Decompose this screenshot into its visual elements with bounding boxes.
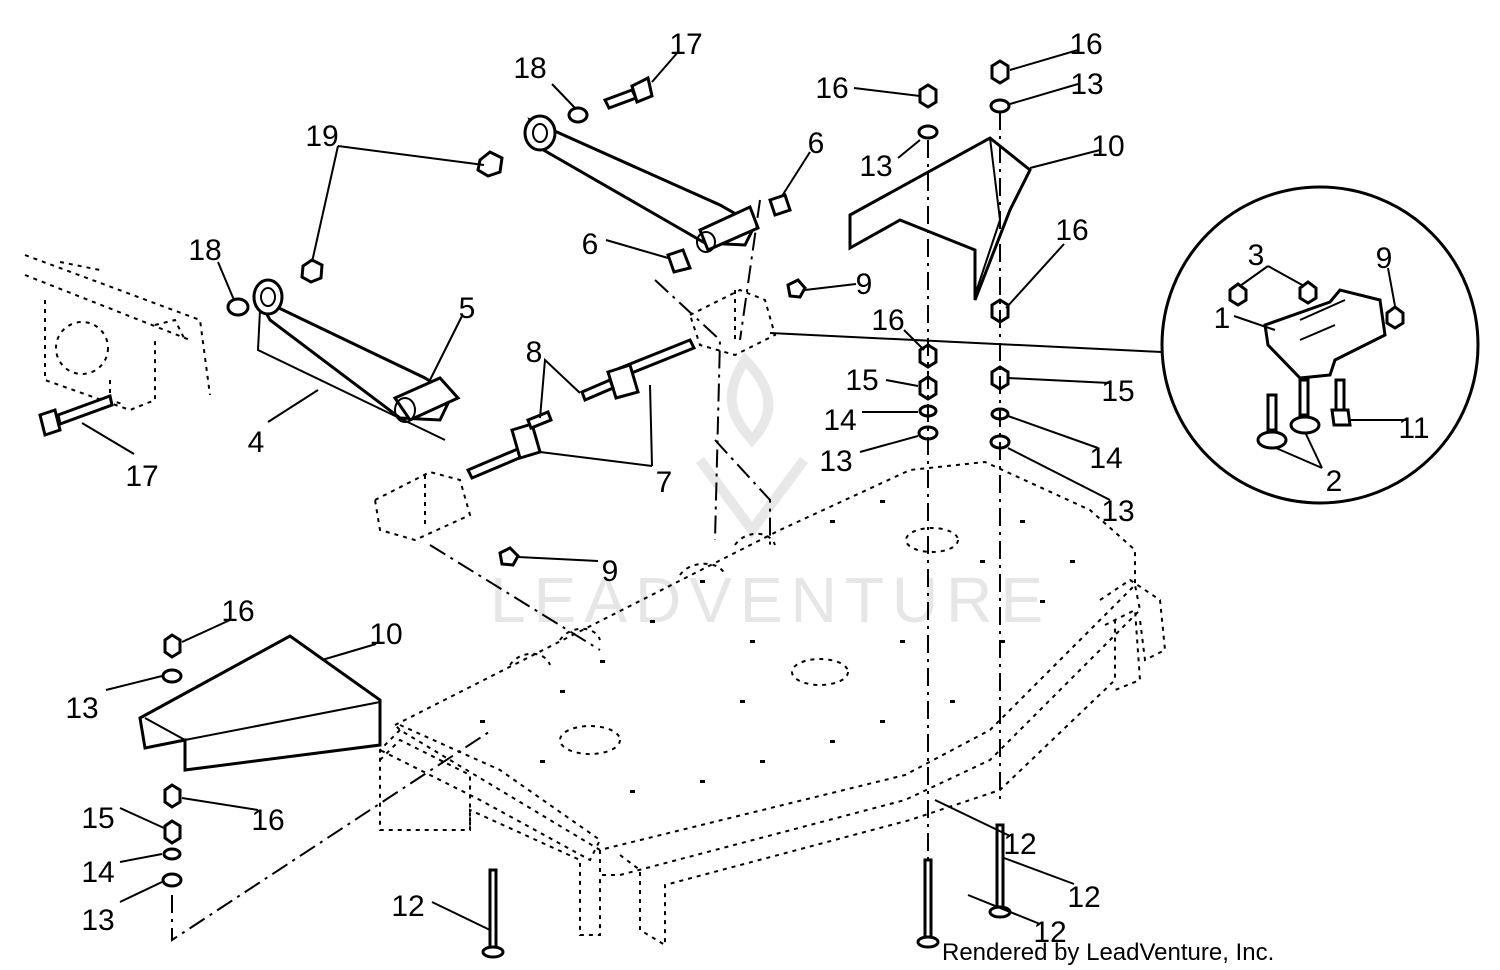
callout-c14c: 14 (81, 856, 114, 889)
washer-18a (567, 106, 589, 124)
callout-c12b: 12 (1003, 828, 1036, 861)
callout-c15b: 15 (1101, 375, 1134, 408)
bolt-17a (602, 75, 654, 110)
pin-7b (465, 422, 542, 480)
assembly-line-d (714, 439, 771, 550)
assembly-line-a (654, 279, 722, 541)
watermark: LEADVENTURE (490, 564, 1051, 636)
nut-9a (786, 278, 807, 299)
callout-c16b: 16 (1069, 28, 1102, 61)
nut-9b (498, 546, 520, 567)
callout-c13b: 13 (1070, 68, 1103, 101)
callout-c18a: 18 (513, 52, 546, 85)
assembly-line-b (429, 544, 601, 651)
watermark-logo-icon (695, 352, 809, 539)
callout-c15a: 15 (845, 364, 878, 397)
callout-c16f: 16 (251, 804, 284, 837)
callout-c13e: 13 (65, 692, 98, 725)
callout-c12d: 12 (1033, 916, 1066, 949)
hardware-stack-left (161, 633, 505, 959)
callout-c10a: 10 (1091, 130, 1124, 163)
callout-c14b: 14 (1089, 442, 1122, 475)
callout-c19: 19 (305, 120, 338, 153)
mower-deck (379, 460, 1167, 947)
callout-c17a: 17 (669, 28, 702, 61)
callout-c12c: 12 (1067, 881, 1100, 914)
bracket-upper (688, 288, 777, 357)
callout-c13c: 13 (819, 445, 852, 478)
lift-arm-upper (523, 114, 760, 253)
callout-c1: 1 (1214, 302, 1231, 335)
callout-c13a: 13 (859, 150, 892, 183)
callout-c14a: 14 (823, 404, 856, 437)
callout-c16d: 16 (871, 304, 904, 337)
callout-c15c: 15 (81, 802, 114, 835)
lift-arm-5 (252, 278, 461, 423)
callout-c11: 11 (1398, 412, 1429, 445)
shield-10-lower (138, 634, 382, 772)
callout-c2: 2 (1326, 465, 1343, 498)
callout-c10b: 10 (369, 618, 402, 651)
callout-c9a: 9 (856, 268, 873, 301)
bushing-6b (666, 248, 693, 274)
tractor-frame (24, 254, 211, 412)
callout-c4: 4 (248, 426, 265, 459)
callout-c7: 7 (656, 466, 673, 499)
callout-c16a: 16 (815, 72, 848, 105)
nut-19a (476, 150, 504, 178)
callout-c13d: 13 (1101, 495, 1134, 528)
callout-c13f: 13 (81, 904, 114, 937)
callout-c16e: 16 (221, 595, 254, 628)
callout-c16c: 16 (1055, 214, 1088, 247)
callout-c9c: 9 (1376, 242, 1393, 275)
callout-c17b: 17 (125, 460, 158, 493)
callout-c18b: 18 (188, 234, 221, 267)
hardware-stack-center (916, 83, 940, 949)
callout-c8: 8 (526, 336, 543, 369)
callout-c6a: 6 (808, 127, 825, 160)
rendered-by-credit: Rendered by LeadVenture, Inc. (942, 939, 1274, 966)
callout-c12a: 12 (391, 890, 424, 923)
bolt-8b (526, 410, 553, 430)
callout-c6b: 6 (582, 228, 599, 261)
callout-c5: 5 (459, 292, 476, 325)
bolt-8a (580, 378, 615, 402)
nut-19b (300, 258, 324, 284)
callout-c3: 3 (1248, 239, 1265, 272)
bolt-17b (38, 394, 114, 437)
callout-c9b: 9 (602, 555, 619, 588)
bracket-lower (373, 470, 472, 542)
leader-lines (81, 49, 1408, 931)
assembly-line-c (739, 199, 761, 341)
bushing-6a (768, 193, 792, 217)
washer-18b (226, 297, 250, 317)
